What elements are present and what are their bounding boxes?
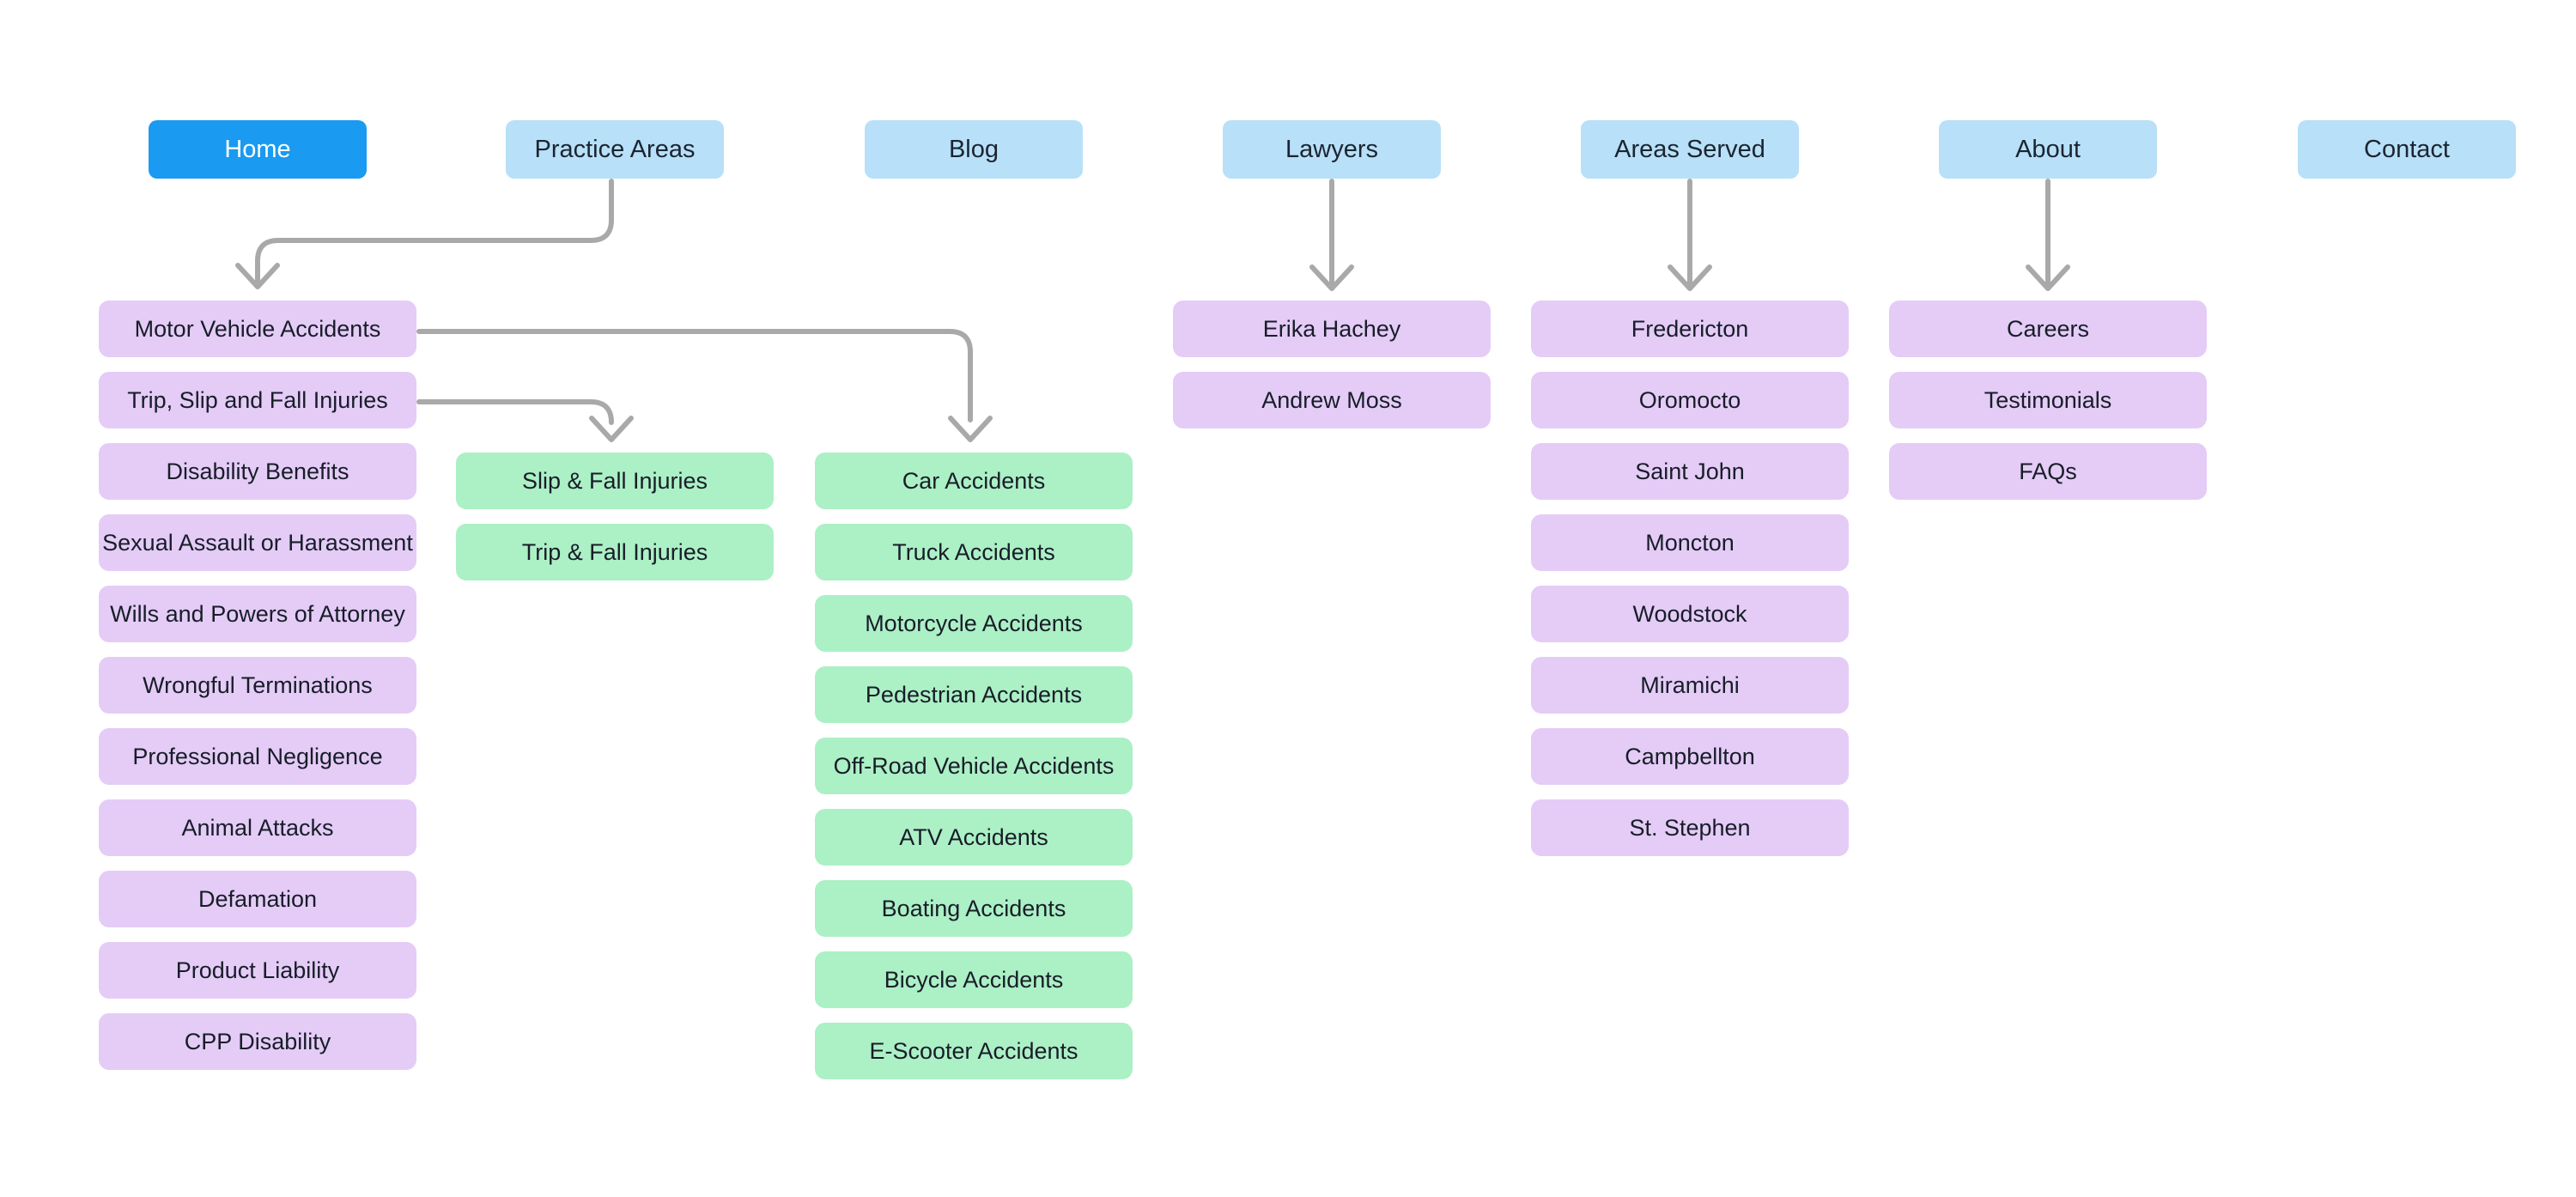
nav-tab-contact[interactable]: Contact — [2298, 120, 2516, 179]
fall-injury-node[interactable]: Trip & Fall Injuries — [456, 524, 774, 580]
area-served-node[interactable]: Fredericton — [1531, 301, 1849, 357]
practice-area-node[interactable]: Sexual Assault or Harassment — [99, 514, 416, 571]
accident-type-node[interactable]: Truck Accidents — [815, 524, 1133, 580]
about-node[interactable]: FAQs — [1889, 443, 2207, 500]
practice-area-node[interactable]: Product Liability — [99, 942, 416, 999]
arrowhead-icon — [948, 416, 993, 442]
fall-injury-node[interactable]: Slip & Fall Injuries — [456, 453, 774, 509]
nav-tab-home[interactable]: Home — [149, 120, 367, 179]
arrow-practice-areas-to-practice-children — [235, 179, 614, 289]
practice-area-node[interactable]: Professional Negligence — [99, 728, 416, 785]
accident-type-node[interactable]: Bicycle Accidents — [815, 951, 1133, 1008]
connector-line — [255, 179, 614, 287]
arrow-motor-vehicle-to-accident-children — [416, 329, 993, 442]
accident-type-node[interactable]: Off-Road Vehicle Accidents — [815, 738, 1133, 794]
about-node[interactable]: Testimonials — [1889, 372, 2207, 428]
area-served-node[interactable]: Woodstock — [1531, 586, 1849, 642]
accident-type-node[interactable]: Pedestrian Accidents — [815, 666, 1133, 723]
accident-type-node[interactable]: Boating Accidents — [815, 880, 1133, 937]
area-served-node[interactable]: Oromocto — [1531, 372, 1849, 428]
nav-tab-about[interactable]: About — [1939, 120, 2157, 179]
arrowhead-icon — [589, 416, 634, 442]
area-served-node[interactable]: Saint John — [1531, 443, 1849, 500]
practice-area-node[interactable]: CPP Disability — [99, 1013, 416, 1070]
practice-area-node[interactable]: Motor Vehicle Accidents — [99, 301, 416, 357]
arrowhead-icon — [2026, 264, 2070, 291]
practice-area-node[interactable]: Trip, Slip and Fall Injuries — [99, 372, 416, 428]
arrowhead-icon — [1309, 264, 1354, 291]
accident-type-node[interactable]: Car Accidents — [815, 453, 1133, 509]
about-node[interactable]: Careers — [1889, 301, 2207, 357]
arrowhead-icon — [235, 263, 280, 289]
connector-line — [416, 329, 973, 422]
arrow-trip-slip-fall-to-fall-children — [416, 399, 634, 442]
practice-area-node[interactable]: Animal Attacks — [99, 799, 416, 856]
nav-tab-lawyers[interactable]: Lawyers — [1223, 120, 1441, 179]
arrow-about-to-about-children — [2026, 179, 2070, 291]
practice-area-node[interactable]: Defamation — [99, 871, 416, 927]
accident-type-node[interactable]: Motorcycle Accidents — [815, 595, 1133, 652]
accident-type-node[interactable]: ATV Accidents — [815, 809, 1133, 866]
nav-tab-areas-served[interactable]: Areas Served — [1581, 120, 1799, 179]
lawyer-node[interactable]: Andrew Moss — [1173, 372, 1491, 428]
connector-line — [416, 399, 614, 425]
practice-area-node[interactable]: Wills and Powers of Attorney — [99, 586, 416, 642]
nav-tab-blog[interactable]: Blog — [865, 120, 1083, 179]
accident-type-node[interactable]: E-Scooter Accidents — [815, 1023, 1133, 1079]
arrow-areas-served-to-area-children — [1668, 179, 1712, 291]
practice-area-node[interactable]: Wrongful Terminations — [99, 657, 416, 714]
arrowhead-icon — [1668, 264, 1712, 291]
practice-area-node[interactable]: Disability Benefits — [99, 443, 416, 500]
area-served-node[interactable]: Campbellton — [1531, 728, 1849, 785]
area-served-node[interactable]: Moncton — [1531, 514, 1849, 571]
nav-tab-practice-areas[interactable]: Practice Areas — [506, 120, 724, 179]
arrow-lawyers-to-lawyer-children — [1309, 179, 1354, 291]
area-served-node[interactable]: St. Stephen — [1531, 799, 1849, 856]
lawyer-node[interactable]: Erika Hachey — [1173, 301, 1491, 357]
area-served-node[interactable]: Miramichi — [1531, 657, 1849, 714]
